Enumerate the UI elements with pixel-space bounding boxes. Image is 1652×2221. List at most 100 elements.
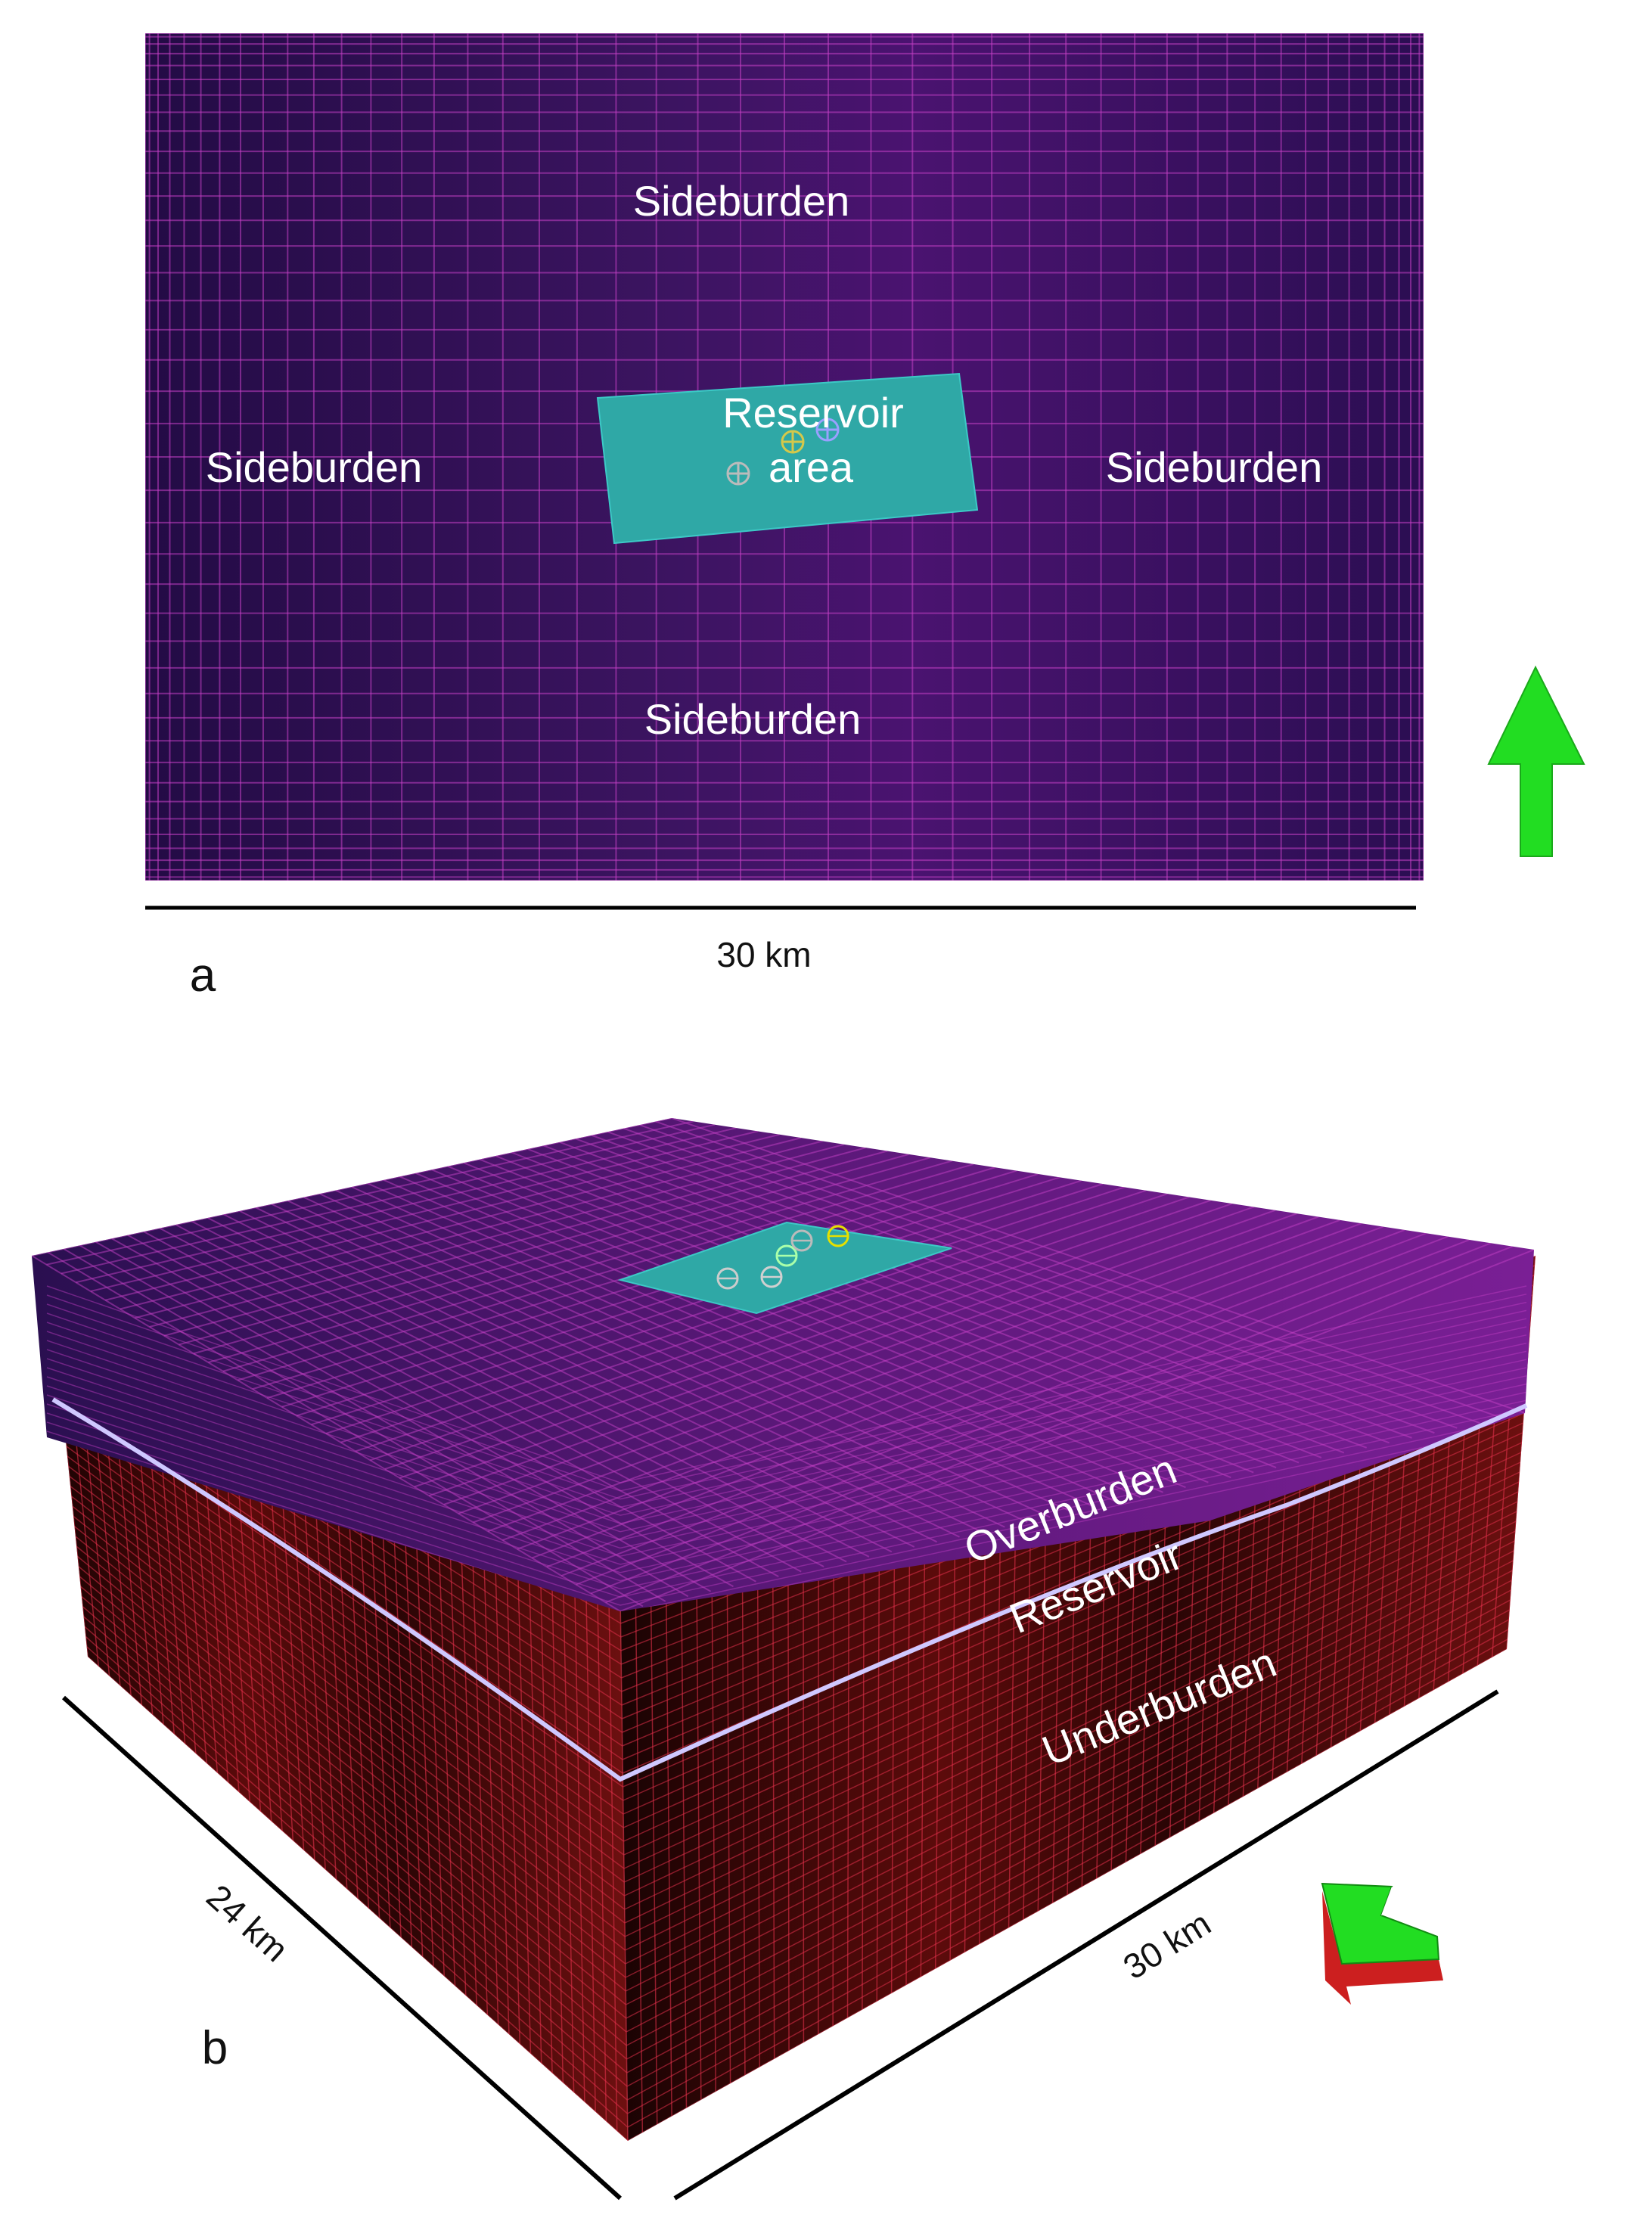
layer-line	[46, 1331, 621, 1524]
grid-line	[431, 1169, 1186, 1489]
grid-line	[428, 1206, 1254, 1497]
layer-line	[625, 1521, 1517, 1965]
layer-line	[46, 1376, 621, 1565]
layer-line	[46, 1412, 621, 1598]
layer-line	[86, 1646, 628, 2128]
grid-line	[655, 1120, 1503, 1419]
grid-line	[149, 1143, 845, 1328]
panel-b-label: b	[202, 2022, 228, 2074]
layer-line	[46, 1385, 621, 1573]
3d-north-arrow-icon	[1321, 1882, 1443, 2005]
layer-line	[46, 1358, 621, 1549]
grid-line	[671, 1118, 1526, 1414]
grid-line	[384, 1196, 1190, 1470]
layer-line	[46, 1349, 621, 1541]
layer-line	[626, 1589, 1512, 2060]
grid-line	[46, 1120, 694, 1266]
layer-line	[626, 1580, 1512, 2046]
layer-line	[73, 1526, 626, 1965]
panel-a-sideburden-top-label: Sideburden	[633, 177, 849, 225]
layer-line	[75, 1536, 626, 1978]
grid-line	[208, 1157, 931, 1363]
panel-a-wells	[726, 418, 840, 486]
panel-b-overburden-top	[32, 1118, 1534, 1611]
grid-line	[351, 1186, 1073, 1513]
panel-b-scale-line-left	[61, 1695, 623, 2201]
layer-line	[620, 1408, 1527, 1606]
grid-line	[639, 1124, 1480, 1424]
layer-line	[79, 1576, 627, 2033]
grid-line	[607, 1131, 1435, 1434]
layer-line	[81, 1595, 627, 2060]
layer-line	[46, 1403, 621, 1590]
grid-line	[61, 1123, 716, 1275]
grid-line	[543, 1145, 1345, 1454]
grid-line	[623, 1127, 1458, 1429]
grid-line	[335, 1189, 1051, 1518]
layer-line	[627, 1639, 1508, 2128]
grid-line	[463, 1162, 1231, 1479]
grid-line	[120, 1137, 802, 1310]
grid-line	[255, 1207, 938, 1543]
panel-a-sideburden-left-label: Sideburden	[206, 443, 422, 491]
layer-line	[626, 1619, 1510, 2101]
layer-line	[73, 1515, 626, 1951]
layer-line	[620, 1309, 1527, 1508]
grid-line	[447, 1165, 1209, 1483]
layer-line	[623, 1442, 1523, 1856]
grid-line	[76, 1127, 737, 1284]
layer-line	[625, 1511, 1517, 1951]
layer-line	[620, 1359, 1527, 1557]
layer-line	[46, 1312, 621, 1508]
layer-line	[620, 1367, 1527, 1565]
panel-b-reservoir-area	[617, 1221, 952, 1315]
layer-line	[620, 1334, 1527, 1533]
layer-line	[623, 1462, 1521, 1883]
grid-line	[487, 1219, 1340, 1533]
layer-line	[72, 1505, 626, 1937]
panel-b-top-grid	[32, 1118, 1534, 1611]
layer-line	[46, 1294, 621, 1492]
layer-line	[46, 1285, 621, 1483]
layer-line	[624, 1491, 1519, 1924]
grid-line	[479, 1158, 1254, 1474]
grid-line	[502, 1222, 1362, 1541]
layer-line	[624, 1501, 1518, 1937]
layer-line	[64, 1425, 624, 1828]
layer-line	[620, 1416, 1527, 1611]
grid-line	[546, 1232, 1427, 1568]
grid-line	[90, 1130, 759, 1292]
layer-line	[624, 1481, 1520, 1910]
layer-line	[70, 1486, 626, 1910]
grid-line	[105, 1133, 780, 1301]
layer-line	[623, 1412, 1525, 1815]
grid-line	[134, 1140, 823, 1319]
layer-line	[61, 1406, 624, 1801]
layer-line	[624, 1471, 1520, 1896]
layer-line	[620, 1391, 1527, 1590]
grid-line	[590, 1242, 1492, 1595]
panel-a-reservoir-area	[596, 372, 979, 545]
panel-a-label: a	[190, 949, 216, 1002]
grid-line	[355, 1189, 1147, 1452]
layer-line	[70, 1496, 626, 1924]
panel-b-block-model	[32, 1118, 1536, 2141]
panel-a-sideburden-bottom-label: Sideburden	[644, 695, 861, 743]
layer-line	[626, 1570, 1513, 2033]
grid-line	[303, 1196, 1005, 1528]
grid-line	[238, 1163, 974, 1381]
grid-line	[311, 1179, 1082, 1426]
grid-line	[340, 1186, 1125, 1443]
layer-line	[46, 1322, 621, 1516]
layer-line	[84, 1626, 628, 2101]
layer-line	[67, 1455, 625, 1869]
panel-a-grid-lines	[145, 33, 1424, 881]
layer-line	[620, 1318, 1527, 1516]
grid-line	[191, 1220, 847, 1563]
layer-line	[626, 1609, 1511, 2087]
grid-line	[223, 1213, 893, 1553]
layer-line	[69, 1475, 625, 1896]
grid-line	[458, 1213, 1297, 1514]
grid-line	[175, 1224, 824, 1567]
panel-b-wells	[716, 1225, 849, 1290]
